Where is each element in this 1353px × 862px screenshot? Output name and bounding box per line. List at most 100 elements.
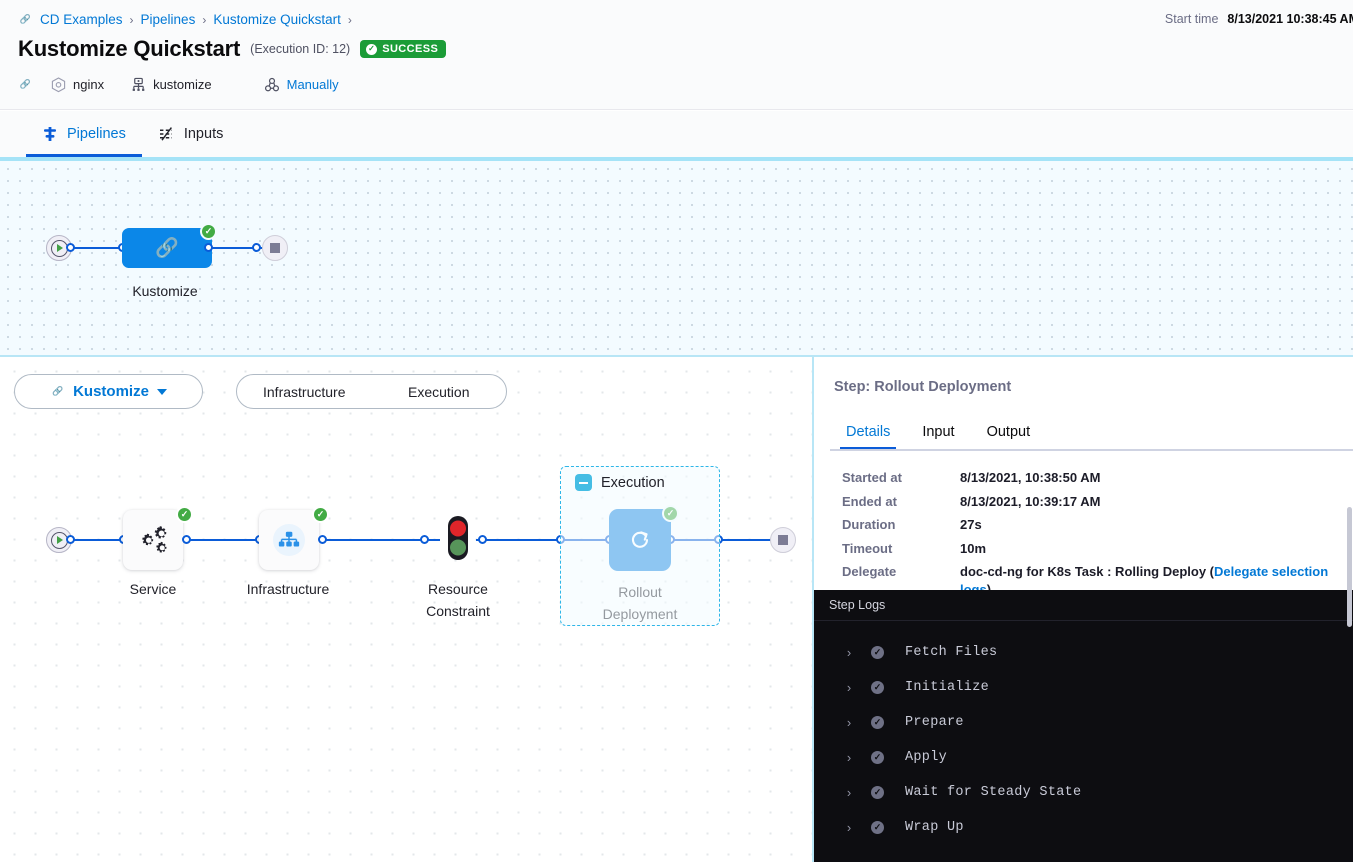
detail-value: 27s bbox=[960, 517, 982, 533]
meta-trigger-label[interactable]: Manually bbox=[286, 77, 339, 92]
panel-tab-output[interactable]: Output bbox=[986, 423, 1031, 440]
log-row-wait-for-steady-state[interactable]: › ✓ Wait for Steady State bbox=[814, 775, 1353, 810]
log-row-prepare[interactable]: › ✓ Prepare bbox=[814, 705, 1353, 740]
check-circle-icon: ✓ bbox=[176, 506, 193, 523]
log-row-label: Wait for Steady State bbox=[905, 785, 1082, 800]
main-tabs: Pipelines Inputs bbox=[0, 111, 1353, 157]
play-icon bbox=[50, 239, 68, 257]
check-circle-icon: ✓ bbox=[200, 223, 217, 240]
step-node-service[interactable] bbox=[123, 510, 183, 570]
execution-group-box bbox=[560, 466, 720, 626]
meta-service: nginx bbox=[51, 76, 104, 93]
service-gears-icon bbox=[136, 523, 170, 557]
detail-key: Duration bbox=[842, 517, 896, 533]
toggle-infrastructure[interactable]: Infrastructure bbox=[263, 383, 346, 400]
start-time-label: Start time bbox=[1164, 12, 1219, 26]
step-logs-header: Step Logs bbox=[814, 590, 1353, 621]
step-node-resource-constraint-label: Resource Constraint bbox=[426, 581, 490, 619]
toggle-execution[interactable]: Execution bbox=[408, 383, 470, 400]
step-details-table: Started at 8/13/2021, 10:38:50 AM Ended … bbox=[842, 469, 1332, 604]
log-row-apply[interactable]: › ✓ Apply bbox=[814, 740, 1353, 775]
check-circle-icon: ✓ bbox=[312, 506, 329, 523]
check-circle-icon: ✓ bbox=[871, 821, 884, 834]
infrastructure-tree-icon bbox=[271, 522, 307, 558]
stage-node-kustomize[interactable]: 🔗 bbox=[122, 228, 212, 268]
start-time-value: 8/13/2021 10:38:45 AM bbox=[1227, 12, 1353, 26]
detail-row-duration: Duration 27s bbox=[842, 516, 1332, 534]
breadcrumb: 🔗 CD Examples › Pipelines › Kustomize Qu… bbox=[18, 11, 352, 28]
step-node-infrastructure[interactable] bbox=[259, 510, 319, 570]
panel-tab-details[interactable]: Details bbox=[830, 413, 906, 450]
edge-port bbox=[66, 243, 75, 252]
detail-key: Timeout bbox=[842, 540, 893, 556]
service-hexagon-icon bbox=[51, 76, 66, 93]
chevron-right-icon: › bbox=[129, 12, 134, 27]
execution-group-label: Execution bbox=[601, 474, 665, 491]
stage-selector-button[interactable]: 🔗 Kustomize bbox=[14, 374, 203, 409]
chevron-right-icon[interactable]: › bbox=[846, 750, 852, 765]
detail-key: Started at bbox=[842, 470, 902, 485]
chevron-right-icon[interactable]: › bbox=[846, 715, 852, 730]
tab-inputs[interactable]: Inputs bbox=[142, 111, 240, 157]
detail-row-started-at: Started at 8/13/2021, 10:38:50 AM bbox=[842, 469, 1332, 487]
graph-edge bbox=[320, 539, 440, 541]
edge-port bbox=[204, 243, 213, 252]
page-header: 🔗 CD Examples › Pipelines › Kustomize Qu… bbox=[0, 0, 1353, 110]
log-row-fetch-files[interactable]: › ✓ Fetch Files bbox=[814, 635, 1353, 670]
breadcrumb-item-pipelines[interactable]: Pipelines bbox=[140, 12, 196, 27]
detail-value: 8/13/2021, 10:39:17 AM bbox=[960, 493, 1101, 509]
check-circle-icon: ✓ bbox=[871, 681, 884, 694]
panel-tab-input[interactable]: Input bbox=[922, 423, 955, 440]
execution-group-header[interactable]: Execution bbox=[575, 474, 665, 491]
infrastructure-icon bbox=[131, 77, 146, 93]
step-logs-section: Step Logs › ✓ Fetch Files › ✓ Initialize… bbox=[814, 590, 1353, 862]
execution-meta-row: 🔗 nginx kustomize Manually bbox=[18, 76, 339, 93]
panel-tabs-divider bbox=[830, 449, 1353, 451]
panel-tabs: Details Input Output bbox=[830, 413, 1046, 450]
edge-port bbox=[182, 535, 191, 544]
stage-node-label: Kustomize bbox=[132, 283, 198, 299]
harness-hex-logo-icon: 🔗 bbox=[155, 237, 179, 259]
chevron-right-icon[interactable]: › bbox=[846, 820, 852, 835]
edge-port bbox=[478, 535, 487, 544]
view-toggle-group[interactable]: Infrastructure Execution bbox=[236, 374, 507, 409]
chevron-right-icon[interactable]: › bbox=[846, 785, 852, 800]
log-row-label: Wrap Up bbox=[905, 820, 964, 835]
chevron-right-icon[interactable]: › bbox=[846, 645, 852, 660]
stop-icon bbox=[270, 243, 280, 253]
execution-graph-canvas[interactable]: ✓ Service ✓ Infrastruc bbox=[0, 355, 814, 862]
graph-edge bbox=[668, 539, 782, 541]
log-row-initialize[interactable]: › ✓ Initialize bbox=[814, 670, 1353, 705]
delegate-text-suffix: ) bbox=[987, 582, 991, 597]
play-icon bbox=[50, 531, 68, 549]
detail-row-ended-at: Ended at 8/13/2021, 10:39:17 AM bbox=[842, 493, 1332, 511]
graph-end-node[interactable] bbox=[770, 527, 796, 553]
step-detail-panel: Step: Rollout Deployment Details Input O… bbox=[814, 355, 1353, 862]
breadcrumb-item-kustomize-quickstart[interactable]: Kustomize Quickstart bbox=[213, 12, 341, 27]
panel-title: Step: Rollout Deployment bbox=[834, 379, 1012, 395]
minus-icon[interactable] bbox=[575, 474, 592, 491]
log-row-wrap-up[interactable]: › ✓ Wrap Up bbox=[814, 810, 1353, 845]
kustomize-hex-icon: 🔗 bbox=[51, 386, 64, 396]
log-row-label: Initialize bbox=[905, 680, 990, 695]
status-badge-label: SUCCESS bbox=[382, 43, 439, 55]
graph-edge bbox=[184, 539, 260, 541]
detail-row-timeout: Timeout 10m bbox=[842, 540, 1332, 558]
step-logs-list: › ✓ Fetch Files › ✓ Initialize › ✓ Prepa… bbox=[814, 621, 1353, 845]
step-node-resource-constraint[interactable] bbox=[445, 515, 471, 568]
tab-pipelines[interactable]: Pipelines bbox=[26, 111, 142, 157]
page-title: Kustomize Quickstart bbox=[18, 36, 241, 61]
graph-end-node[interactable] bbox=[262, 235, 288, 261]
chevron-down-icon[interactable] bbox=[156, 388, 167, 395]
detail-key: Delegate bbox=[842, 564, 897, 580]
edge-port bbox=[66, 535, 75, 544]
tab-inputs-label: Inputs bbox=[183, 126, 224, 142]
chevron-right-icon[interactable]: › bbox=[846, 680, 852, 695]
delegate-text-prefix: doc-cd-ng for K8s Task : Rolling Deploy … bbox=[960, 564, 1214, 580]
check-circle-icon: ✓ bbox=[871, 786, 884, 799]
stage-graph-canvas[interactable]: 🔗 ✓ Kustomize bbox=[0, 157, 1353, 355]
breadcrumb-item-cd-examples[interactable]: CD Examples bbox=[40, 12, 123, 27]
log-row-label: Prepare bbox=[905, 715, 964, 730]
panel-scrollbar[interactable] bbox=[1347, 507, 1352, 627]
meta-trigger[interactable]: Manually bbox=[264, 77, 339, 93]
